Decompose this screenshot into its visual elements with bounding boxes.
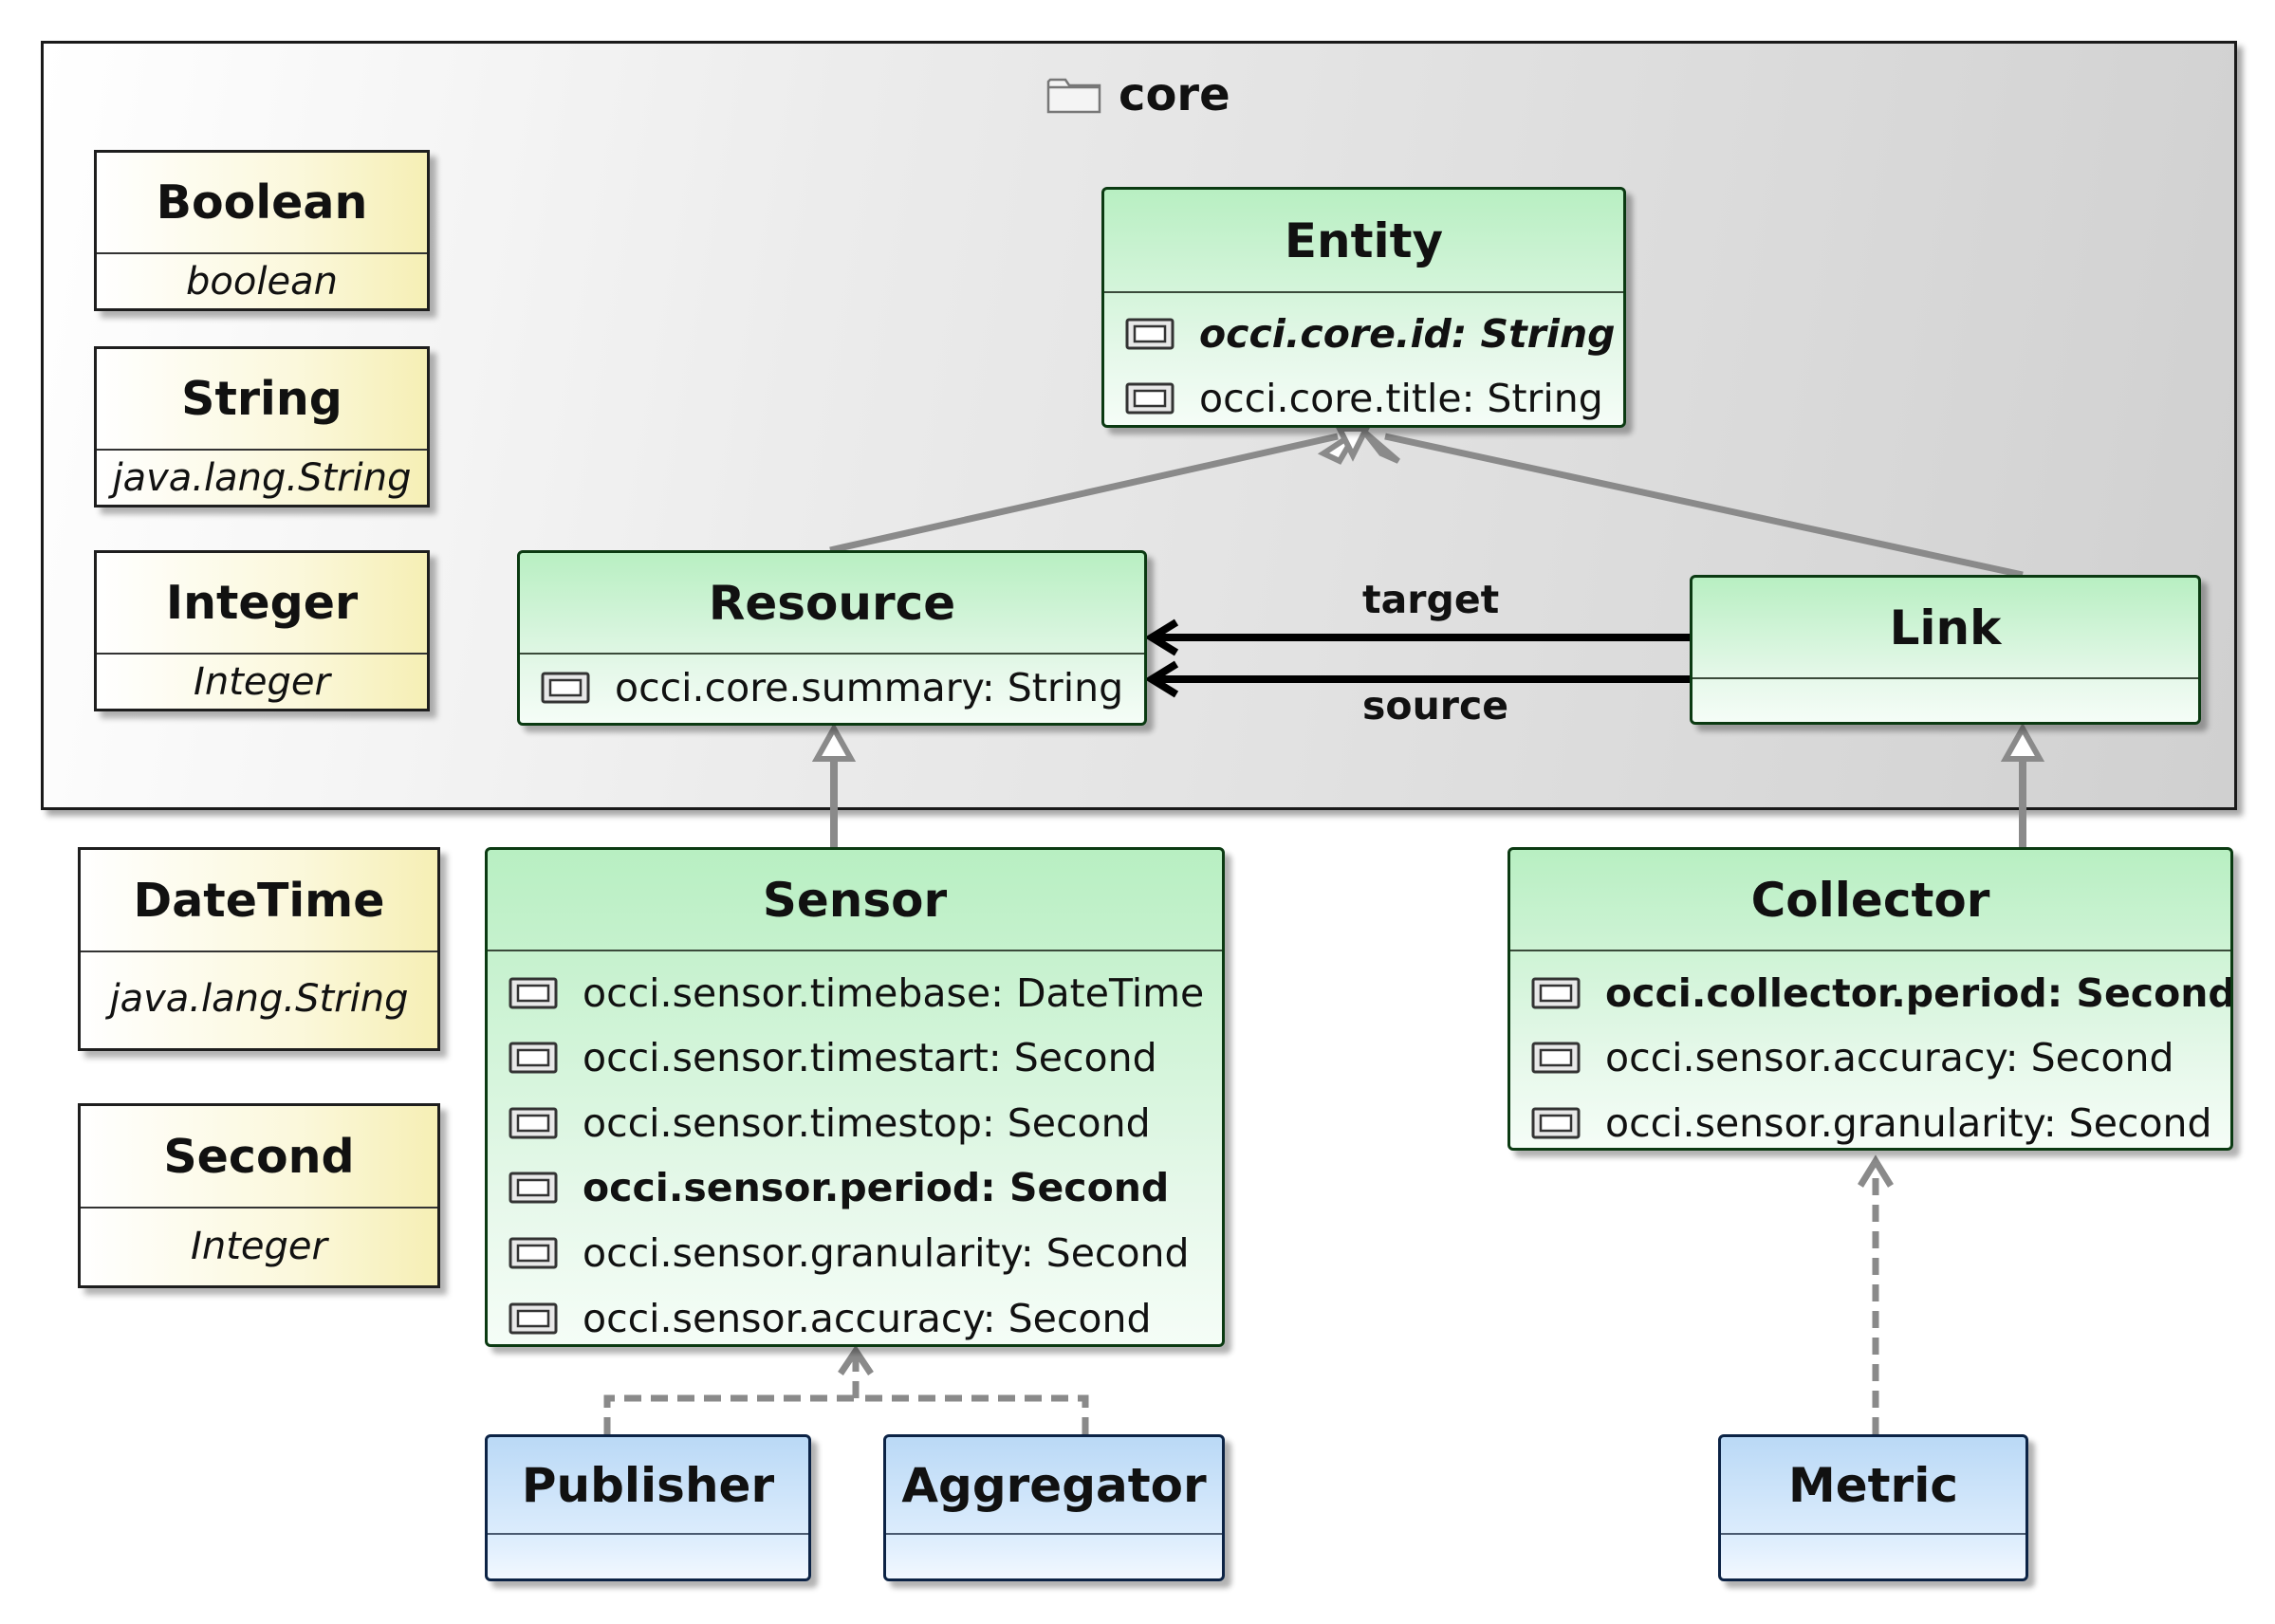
attribute-text: occi.sensor.timestop: Second (583, 1100, 1151, 1146)
datatype-name: String (97, 349, 427, 451)
folder-icon (1046, 78, 1101, 114)
attribute-icon (509, 977, 558, 1009)
attribute-row[interactable]: occi.sensor.granularity: Second (1531, 1095, 2212, 1148)
attribute-icon (509, 1172, 558, 1204)
attribute-text: occi.sensor.period: Second (583, 1165, 1170, 1210)
attribute-text: occi.sensor.granularity: Second (1605, 1100, 2212, 1146)
attribute-icon (1531, 977, 1581, 1009)
attribute-icon (1125, 318, 1174, 350)
attribute-text: occi.sensor.timebase: DateTime (583, 970, 1205, 1016)
attribute-row[interactable]: occi.collector.period: Second (1531, 965, 2233, 1022)
association-source-arrowhead (1144, 660, 1179, 698)
interface-name: Metric (1721, 1437, 2025, 1535)
package-name: core (1119, 68, 1230, 121)
datatype-instance: java.lang.String (112, 455, 412, 500)
attribute-row[interactable]: occi.sensor.timestart: Second (509, 1029, 1157, 1086)
datatype-instance: boolean (186, 259, 338, 304)
class-collector[interactable]: Collector occi.collector.period: Second … (1507, 847, 2233, 1151)
attribute-row[interactable]: occi.core.title: String (1125, 370, 1603, 425)
generalization-sensor-arrowhead (811, 722, 857, 762)
dependency-publisher-sensor (603, 1394, 856, 1434)
attribute-row[interactable]: occi.sensor.granularity: Second (509, 1225, 1190, 1282)
class-entity[interactable]: Entity occi.core.id: String occi.core.ti… (1101, 187, 1626, 428)
attribute-icon (509, 1107, 558, 1139)
datatype-instance: Integer (191, 1225, 327, 1268)
attribute-icon (1531, 1107, 1581, 1139)
class-link[interactable]: Link (1690, 575, 2201, 725)
datatype-datetime[interactable]: DateTime java.lang.String (78, 847, 440, 1051)
attribute-text: occi.sensor.granularity: Second (583, 1230, 1190, 1276)
class-name: Entity (1104, 190, 1623, 293)
class-name: Link (1692, 578, 2198, 679)
class-sensor[interactable]: Sensor occi.sensor.timebase: DateTime oc… (485, 847, 1225, 1347)
datatype-name: Integer (97, 553, 427, 655)
datatype-name: Boolean (97, 153, 427, 254)
entity-generalization-head (1335, 426, 1371, 462)
attribute-icon (509, 1042, 558, 1074)
edge-label-source: source (1362, 683, 1509, 729)
datatype-name: DateTime (81, 850, 437, 952)
class-name: Resource (520, 553, 1144, 655)
attribute-row[interactable]: occi.sensor.timestop: Second (509, 1095, 1151, 1152)
generalization-arrowhead-link (1361, 429, 1400, 464)
attribute-icon (509, 1302, 558, 1335)
interface-aggregator[interactable]: Aggregator (883, 1434, 1225, 1581)
class-name: Sensor (488, 850, 1222, 951)
datatype-instance: java.lang.String (109, 977, 409, 1021)
attribute-row[interactable]: occi.sensor.timebase: DateTime (509, 965, 1204, 1022)
dependency-sensor-arrowhead (838, 1344, 874, 1375)
interface-name: Aggregator (886, 1437, 1222, 1535)
attribute-text: occi.sensor.accuracy: Second (1605, 1035, 2174, 1080)
dependency-collector-arrowhead (1858, 1154, 1894, 1188)
datatype-boolean[interactable]: Boolean boolean (94, 150, 430, 311)
attribute-icon (1531, 1042, 1581, 1074)
datatype-second[interactable]: Second Integer (78, 1103, 440, 1288)
attribute-text: occi.core.title: String (1199, 376, 1603, 421)
datatype-string[interactable]: String java.lang.String (94, 346, 430, 508)
interface-metric[interactable]: Metric (1718, 1434, 2028, 1581)
attribute-row[interactable]: occi.sensor.accuracy: Second (1531, 1029, 2173, 1086)
dependency-aggregator-sensor (852, 1356, 1089, 1434)
attribute-row[interactable]: occi.core.summary: String (541, 659, 1123, 716)
generalization-link-entity (1384, 433, 2024, 579)
attribute-text: occi.sensor.timestart: Second (583, 1035, 1157, 1080)
edge-label-target: target (1362, 577, 1500, 622)
class-resource[interactable]: Resource occi.core.summary: String (517, 550, 1147, 726)
package-title: core (1046, 66, 1230, 123)
datatype-instance: Integer (194, 659, 330, 704)
interface-name: Publisher (488, 1437, 808, 1535)
attribute-text: occi.sensor.accuracy: Second (583, 1296, 1152, 1341)
datatype-integer[interactable]: Integer Integer (94, 550, 430, 711)
attribute-icon (1125, 382, 1174, 415)
attribute-icon (541, 672, 590, 704)
interface-publisher[interactable]: Publisher (485, 1434, 811, 1581)
attribute-text: occi.core.summary: String (615, 665, 1124, 710)
datatype-name: Second (81, 1106, 437, 1209)
class-name: Collector (1510, 850, 2230, 951)
attribute-row[interactable]: occi.core.id: String (1125, 305, 1616, 362)
attribute-row[interactable]: occi.sensor.accuracy: Second (509, 1290, 1152, 1344)
attribute-icon (509, 1237, 558, 1269)
attribute-row[interactable]: occi.sensor.period: Second (509, 1159, 1169, 1216)
attribute-text: occi.collector.period: Second (1605, 970, 2233, 1016)
generalization-collector-arrowhead (2000, 722, 2045, 762)
association-target-arrowhead (1144, 618, 1179, 656)
generalization-resource-entity (829, 433, 1339, 554)
attribute-text: occi.core.id: String (1199, 311, 1616, 357)
